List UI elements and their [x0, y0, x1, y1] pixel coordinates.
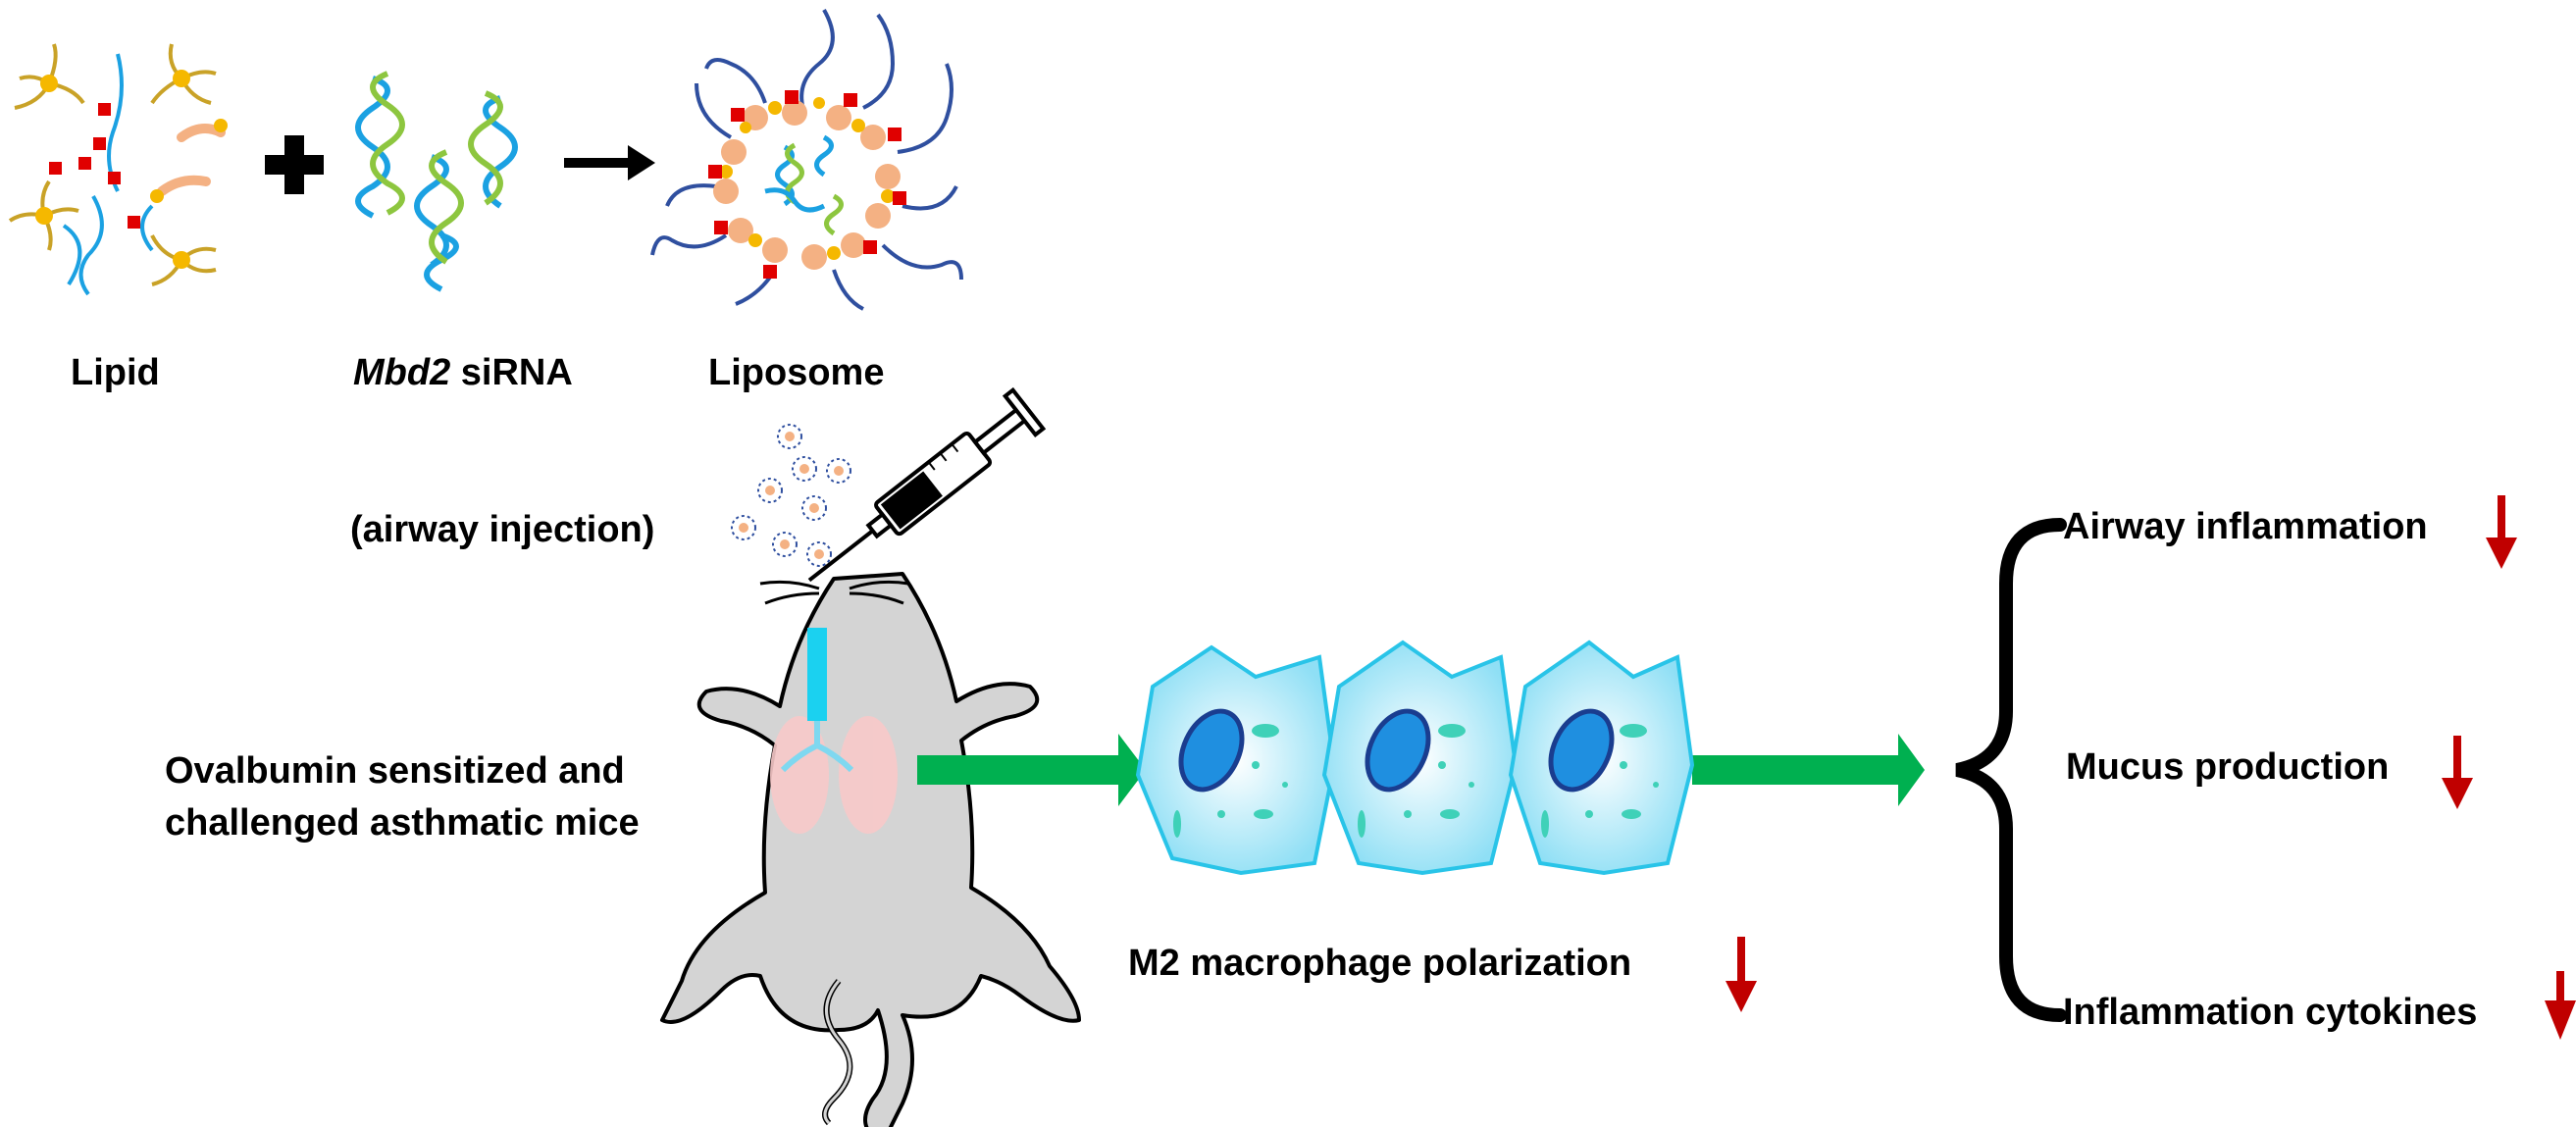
outcome-inflammation-cytokines: Inflammation cytokines: [2063, 992, 2478, 1033]
sirna-helices: [355, 71, 518, 292]
sirna-gene-name: Mbd2: [353, 352, 451, 393]
down-arrow-icon: [2545, 971, 2576, 1040]
right-arrow-icon: [564, 145, 655, 180]
mouse-illustration: [660, 572, 1081, 1127]
liposome: [650, 9, 963, 311]
flow-arrow-2: [1692, 734, 1925, 806]
mice-label-line1: Ovalbumin sensitized and: [165, 750, 625, 792]
liposome-label: Liposome: [708, 352, 885, 393]
outcome-mucus-production: Mucus production: [2066, 746, 2390, 788]
macrophage-cell-1: [1135, 644, 1337, 876]
down-arrow-icon: [2486, 495, 2517, 569]
lipid-cluster: [8, 43, 228, 296]
flow-arrow-1: [917, 734, 1146, 806]
mice-label-line2: challenged asthmatic mice: [165, 802, 640, 844]
plus-icon: [265, 135, 324, 194]
macrophage-cell-3: [1508, 640, 1695, 876]
outcome-airway-inflammation: Airway inflammation: [2063, 506, 2428, 547]
airway-injection-label: (airway injection): [350, 509, 655, 550]
down-arrow-icon: [1726, 937, 1757, 1012]
macrophage-cell-2: [1321, 640, 1519, 876]
m2-polarization-label: M2 macrophage polarization: [1128, 943, 1632, 984]
sirna-suffix: siRNA: [450, 352, 573, 393]
down-arrow-icon: [2442, 736, 2473, 809]
small-liposomes: [731, 424, 851, 567]
brace-icon: [1955, 518, 2067, 1022]
lipid-label: Lipid: [71, 352, 160, 393]
syringe-icon: [807, 386, 1047, 583]
sirna-label: Mbd2 siRNA: [353, 351, 573, 396]
